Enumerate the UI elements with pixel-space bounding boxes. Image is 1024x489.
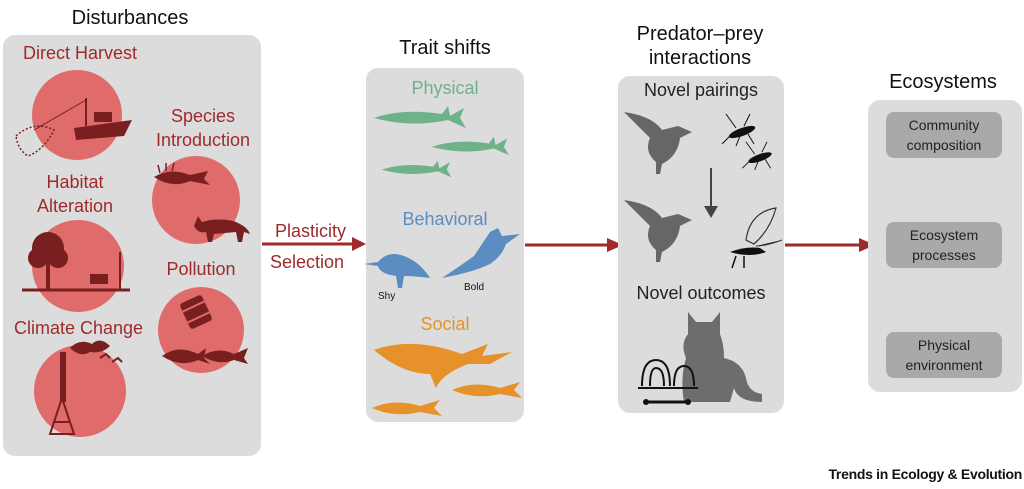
lionfish-icon — [154, 162, 210, 185]
plasticity-label: Plasticity — [275, 221, 347, 241]
community-composition-box: Community composition — [886, 112, 1002, 158]
trait-shifts-title: Trait shifts — [399, 37, 491, 59]
ecosystem-processes-box: Ecosystem processes — [886, 222, 1002, 268]
species-introduction-label: Species Introduction — [155, 106, 251, 150]
oil-derrick-icon — [48, 340, 123, 435]
arrow-predator-to-ecosystems — [785, 238, 875, 252]
pollution-label: Pollution — [166, 259, 236, 279]
journal-footer: Trends in Ecology & Evolution — [828, 466, 1022, 482]
whale-icon — [452, 382, 522, 398]
selection-label: Selection — [270, 252, 345, 272]
skeleton-icon — [638, 358, 698, 405]
whale-icon — [374, 343, 512, 388]
fishing-boat-icon — [15, 98, 132, 157]
shark-icon — [381, 160, 452, 178]
predator-prey-title: Predator–prey interactions — [636, 23, 764, 69]
bold-label: Bold — [464, 282, 485, 293]
bird-icon — [364, 254, 430, 288]
shark-icon — [374, 106, 466, 128]
bird-icon — [442, 228, 520, 278]
physical-environment-box: Physical environment — [886, 332, 1002, 378]
behavioral-label: Behavioral — [402, 209, 488, 229]
shark-icon — [431, 136, 509, 156]
bird-icon — [624, 112, 692, 174]
fish-icon — [162, 348, 248, 364]
habitat-alteration-label: Habitat Alteration — [36, 172, 114, 216]
direct-harvest-label: Direct Harvest — [22, 43, 138, 63]
oil-barrel-icon — [180, 295, 212, 329]
climate-change-label: Climate Change — [13, 318, 144, 338]
mosquito-icon — [721, 113, 756, 147]
physical-label: Physical — [411, 78, 479, 98]
cat-icon — [194, 216, 250, 242]
whale-icon — [372, 400, 442, 416]
mayfly-icon — [730, 207, 783, 269]
ecosystems-title: Ecosystems — [889, 71, 997, 93]
novel-pairings-label: Novel pairings — [643, 80, 759, 100]
cat-icon — [682, 312, 762, 402]
down-arrow-icon — [704, 168, 718, 218]
arrow-disturbances-to-traits — [262, 237, 366, 251]
tree-icon — [22, 232, 130, 292]
shy-label: Shy — [378, 291, 396, 302]
bird-icon — [624, 200, 692, 262]
climate-change-circle — [34, 345, 126, 437]
disturbances-title: Disturbances — [71, 7, 189, 29]
novel-outcomes-label: Novel outcomes — [636, 283, 766, 303]
mosquito-icon — [742, 141, 772, 171]
social-label: Social — [420, 314, 470, 334]
arrow-traits-to-predator — [525, 238, 623, 252]
